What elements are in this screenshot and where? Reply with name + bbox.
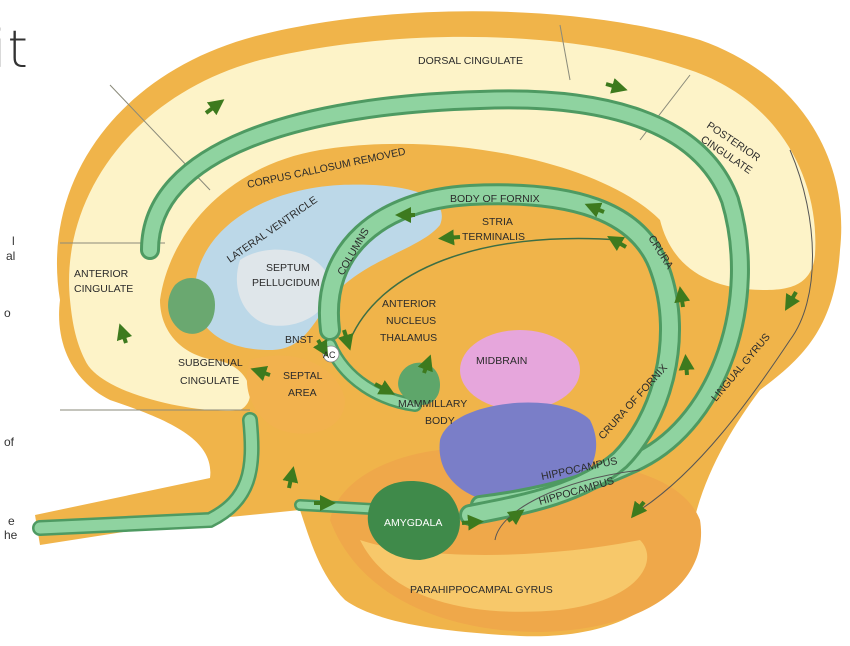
- label-bnst: BNST: [285, 334, 314, 346]
- label-subgenual-cingulate: SUBGENUAL: [178, 357, 243, 369]
- label-mammillary-body: BODY: [425, 415, 455, 427]
- label-septum-pellucidum: PELLUCIDUM: [252, 277, 320, 289]
- slide-title-fragment: it: [0, 20, 29, 80]
- label-stria-terminalis: TERMINALIS: [462, 231, 525, 243]
- label-ac: AC: [323, 350, 336, 360]
- slide-text-fragment: of: [4, 435, 15, 449]
- label-anterior-cingulate: ANTERIOR: [74, 268, 129, 280]
- slide-text-fragment: o: [4, 306, 11, 320]
- cingulum-path: [639, 149, 813, 511]
- septum-pellucidum: [236, 249, 331, 326]
- parahippocampal-gyrus: [360, 540, 648, 612]
- label-septal-area: AREA: [288, 387, 317, 399]
- midbrain-shape: [460, 330, 580, 410]
- label-mammillary-body: MAMMILLARY: [398, 398, 467, 410]
- circuit-arrows: [116, 78, 800, 531]
- septal-area-region: [246, 355, 345, 434]
- label-anterior-nucleus-thalamus: THALAMUS: [380, 332, 437, 344]
- label-septal-area: SEPTAL: [283, 370, 323, 382]
- label-dorsal-cingulate: DORSAL CINGULATE: [418, 55, 523, 67]
- hippocampal-path: [494, 469, 641, 541]
- olfactory-bulb-shape: [168, 277, 215, 334]
- label-amygdala: AMYGDALA: [384, 517, 442, 529]
- slide-text-fragment: l: [12, 234, 15, 248]
- label-parahippocampal-gyrus: PARAHIPPOCAMPAL GYRUS: [410, 584, 553, 596]
- label-stria-terminalis: STRIA: [482, 216, 513, 228]
- label-anterior-nucleus-thalamus: NUCLEUS: [386, 315, 436, 327]
- label-anterior-nucleus-thalamus: ANTERIOR: [382, 298, 437, 310]
- mammillary-body-shape: [398, 362, 440, 405]
- slide-text-fragment: he: [4, 528, 18, 542]
- slide-text-fragment: e: [8, 514, 15, 528]
- label-septum-pellucidum: SEPTUM: [266, 262, 310, 274]
- division-line: [559, 24, 571, 81]
- amygdala-shape: [367, 481, 460, 560]
- label-subgenual-cingulate: CINGULATE: [180, 375, 239, 387]
- pons-shape: [439, 402, 597, 505]
- label-anterior-cingulate: CINGULATE: [74, 283, 133, 295]
- label-body-of-fornix: BODY OF FORNIX: [450, 193, 540, 205]
- slide-text-fragment: al: [6, 249, 16, 263]
- label-midbrain: MIDBRAIN: [476, 355, 527, 367]
